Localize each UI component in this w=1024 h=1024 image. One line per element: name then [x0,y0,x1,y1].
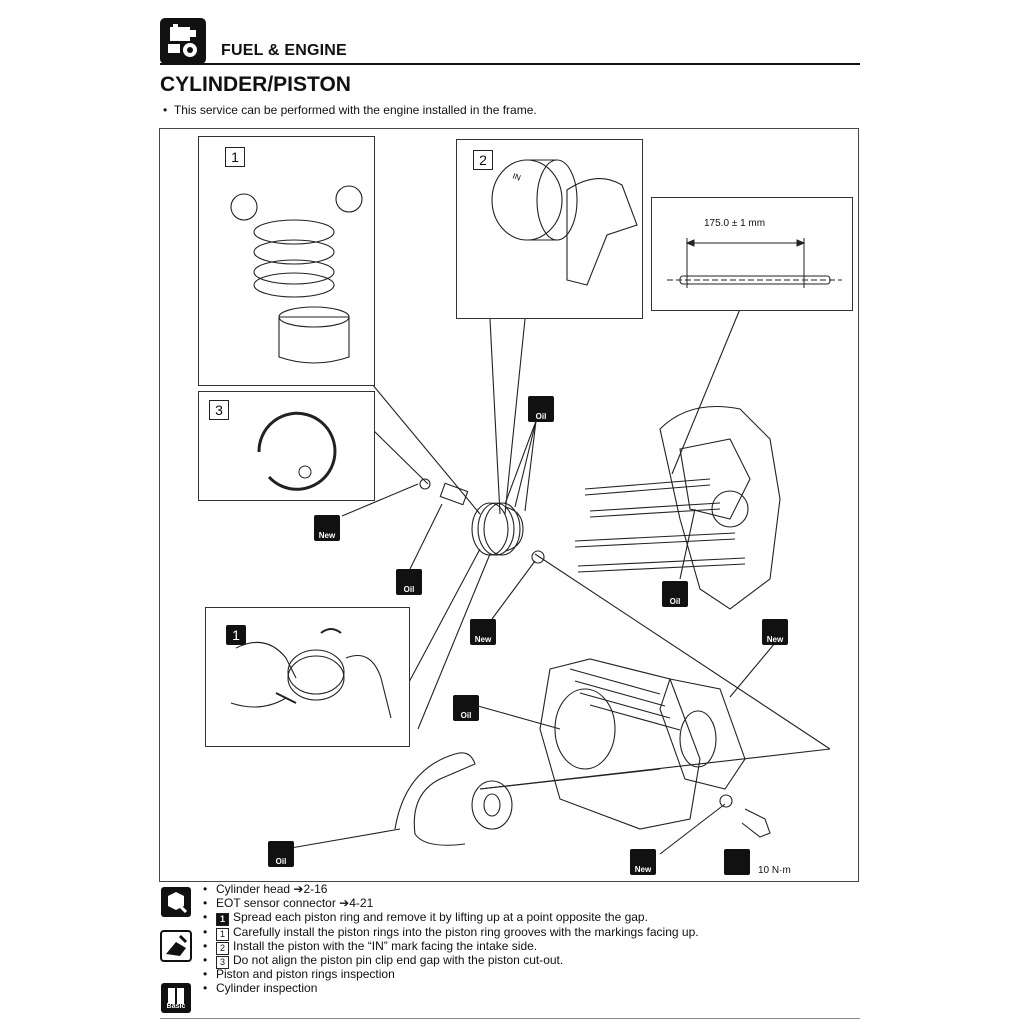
wrench-icon [724,849,750,875]
list-item: •Cylinder head ➔2-16 [203,882,328,896]
oil-badge: Oil [396,569,422,595]
basic-label: Basic [166,1003,186,1010]
inset-piston-install: 2 IN [456,139,643,319]
inset-number: 1 [225,147,245,167]
oil-badge: Oil [268,841,294,867]
engine-icon [160,18,206,64]
new-badge: New [314,515,340,541]
page-reference-link[interactable]: 2-16 [303,882,328,896]
piston-in-mark-drawing: IN [491,159,638,286]
bottom-divider [160,1018,860,1019]
section-divider [160,63,860,65]
service-note: • This service can be performed with the… [163,103,537,117]
exploded-view-diagram: 1 2 IN 175 [159,128,859,882]
svg-text:IN: IN [511,171,522,182]
ring-removal-drawing [230,628,392,719]
oil-badge: Oil [453,695,479,721]
section-title: FUEL & ENGINE [221,42,347,59]
piston-rings-drawing [230,185,363,364]
removal-icon [160,886,192,918]
oil-badge: Oil [528,396,554,422]
basic-book-icon: Basic [160,982,192,1014]
list-item: •Cylinder inspection [203,981,318,996]
step-number: 1 [216,913,229,927]
inset-number-filled: 1 [226,625,246,645]
oil-badge: Oil [662,581,688,607]
footer-references: •Cylinder head ➔2-16 •EOT sensor connect… [203,882,699,996]
new-badge: New [762,619,788,645]
inset-number: 2 [473,150,493,170]
inset-piston-rings: 1 [198,136,375,386]
page-reference-link[interactable]: 4-21 [349,896,374,911]
step-number: 1 [216,927,229,941]
inset-piston-pin-length: 175.0 ± 1 mm [651,197,853,311]
dimension-label: 175.0 ± 1 mm [704,218,766,229]
diagram-drawing [284,308,831,855]
inset-number: 3 [209,400,229,420]
torque-value: 10 N·m [758,865,791,876]
step-number: 3 [216,955,229,969]
new-badge: New [630,849,656,875]
new-badge: New [470,619,496,645]
inset-ring-removal: 1 [205,607,410,747]
pin-clip-drawing [257,411,337,491]
inset-pin-clip: 3 [198,391,375,501]
list-item: •Piston and piston rings inspection [203,967,395,982]
page-title: CYLINDER/PISTON [160,73,351,96]
list-item: •EOT sensor connector ➔4-21 [203,896,374,911]
pin-dimension-drawing [667,238,842,288]
installation-icon [160,930,192,962]
step-number: 2 [216,941,229,955]
